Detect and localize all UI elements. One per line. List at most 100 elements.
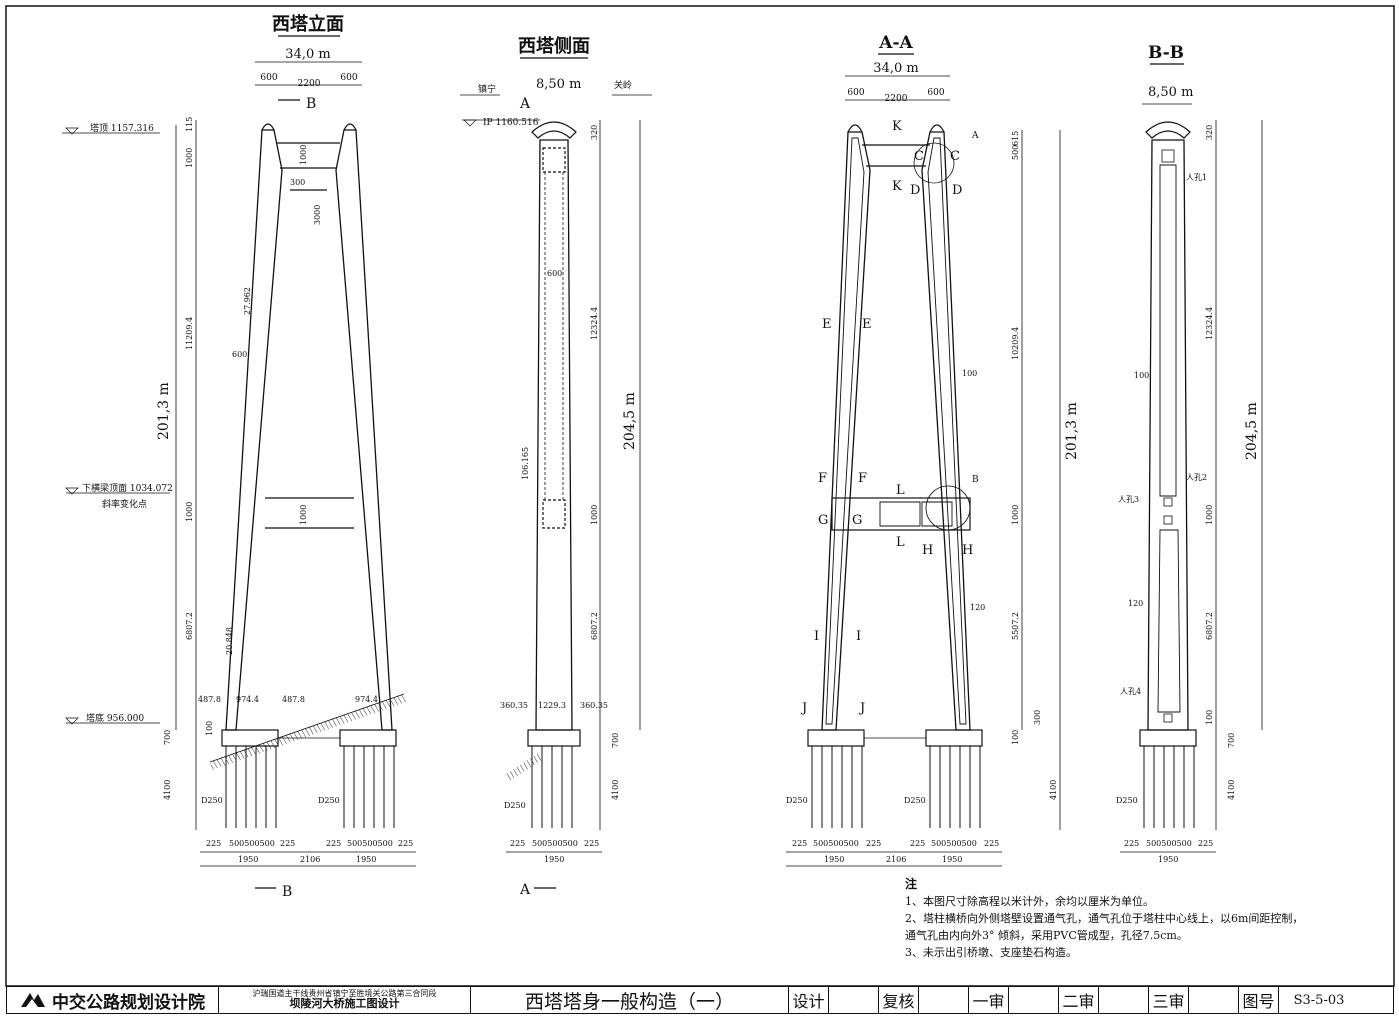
pile-d250-right: D250 xyxy=(318,796,340,805)
bb-dim-100: 100 xyxy=(1134,371,1149,380)
mark-j-r: J xyxy=(858,701,865,716)
aa-pile-d250-r: D250 xyxy=(904,796,926,805)
dim-487-mid: 487.8 xyxy=(282,695,305,704)
level-lower-beam: 下横梁顶面 1034.072 xyxy=(82,482,173,494)
pd-225-c: 225 xyxy=(326,839,341,848)
company-cell: 中交公路规划设计院 xyxy=(7,987,219,1013)
aa-pd-2106: 2106 xyxy=(886,855,906,864)
bb-v-700: 700 xyxy=(1227,733,1236,748)
side-pd-225-l: 225 xyxy=(510,839,525,848)
aa-v-10209: 10209.4 xyxy=(1011,327,1020,360)
aa-pd-1950-a: 1950 xyxy=(824,855,844,864)
sign-design xyxy=(829,987,879,1013)
dim-974-left: 974.4 xyxy=(236,695,259,704)
aa-dim-600-l: 600 xyxy=(847,88,864,98)
note-2: 2、塔柱横桥向外侧塔壁设置通气孔，通气孔位于塔柱中心线上，以6m间距控制， xyxy=(905,912,1304,925)
mark-k-top: K xyxy=(892,119,902,134)
elevation-height: 201,3 m xyxy=(156,382,172,440)
slope-27962: 27.962 xyxy=(243,287,252,315)
slope-change-point: 斜率变化点 xyxy=(102,498,147,510)
elevation-title: 西塔立面 xyxy=(272,13,344,35)
pd-225-a: 225 xyxy=(206,839,221,848)
side-pile-d250: D250 xyxy=(504,801,526,810)
pd-1950-a: 1950 xyxy=(238,855,258,864)
aa-v-4100: 4100 xyxy=(1049,780,1058,800)
dim-300: 300 xyxy=(290,178,305,187)
aa-pd-500-b: 500500500 xyxy=(931,839,977,848)
bb-v-1000: 1000 xyxy=(1205,505,1214,525)
section-mark-a-bottom: A xyxy=(519,882,531,898)
pd-225-b: 225 xyxy=(280,839,295,848)
side-vdim-12324: 12324.4 xyxy=(590,307,599,340)
project-line-1: 沪瑞国道主干线贵州省镇宁至胜境关公路第三合同段 xyxy=(252,989,437,999)
side-vdim-1000: 1000 xyxy=(590,505,599,525)
vdim-100: 100 xyxy=(205,721,214,736)
section-mark-a-top: A xyxy=(519,96,531,112)
dim-1000-top-beam: 1000 xyxy=(299,145,308,165)
manhole-3: 人孔3 xyxy=(1118,495,1139,504)
dir-left: 镇宁 xyxy=(478,83,496,95)
dim-600-left: 600 xyxy=(260,73,277,83)
side-dim-600: 600 xyxy=(547,269,562,278)
aa-v-615: 615 xyxy=(1011,131,1020,146)
side-height: 204,5 m xyxy=(622,392,638,450)
notes-heading: 注 xyxy=(905,877,918,891)
mark-e-r: E xyxy=(862,317,872,332)
dim-600-right: 600 xyxy=(340,73,357,83)
mark-d-l: D xyxy=(910,183,920,198)
bb-pd-225-l: 225 xyxy=(1124,839,1139,848)
side-pd-1950: 1950 xyxy=(544,855,564,864)
side-dim-360-r: 360.35 xyxy=(580,701,608,710)
aa-dim-600-r: 600 xyxy=(927,88,944,98)
section-mark-b-bottom: B xyxy=(282,884,292,900)
aa-dim-2200: 2200 xyxy=(885,94,908,104)
dim-2200: 2200 xyxy=(298,79,321,89)
drawing-number: S3-5-03 xyxy=(1293,992,1345,1008)
role-design: 设计 xyxy=(789,987,829,1013)
mark-g-r: G xyxy=(852,513,862,528)
side-level-ip: IP 1160.516 xyxy=(483,118,539,128)
side-pd-500: 500500500 xyxy=(532,839,578,848)
side-vdim-700: 700 xyxy=(611,733,620,748)
bb-pd-500: 500500500 xyxy=(1146,839,1192,848)
side-slope: 106.165 xyxy=(521,447,530,480)
aa-pd-500-a: 500500500 xyxy=(813,839,859,848)
dir-right: 关岭 xyxy=(614,79,632,91)
side-title: 西塔侧面 xyxy=(518,35,590,57)
view-elevation: 西塔立面 34,0 m 600 2200 600 B 塔顶 1 xyxy=(62,13,416,900)
mark-f-r: F xyxy=(858,471,867,486)
manhole-4: 人孔4 xyxy=(1120,687,1141,696)
dim-600-leg: 600 xyxy=(232,350,247,359)
mark-i-r: I xyxy=(856,629,861,644)
role-audit-3: 三审 xyxy=(1149,987,1189,1013)
role-review: 复核 xyxy=(879,987,919,1013)
role-drawing-no: 图号 xyxy=(1239,987,1279,1013)
level-tower-top: 塔顶 1157.316 xyxy=(90,122,154,134)
aa-pd-225-b: 225 xyxy=(866,839,881,848)
manhole-2: 人孔2 xyxy=(1186,473,1207,482)
mark-h-l: H xyxy=(922,543,933,558)
role-audit-1: 一审 xyxy=(969,987,1009,1013)
aa-v-5507: 5507.2 xyxy=(1011,612,1020,640)
company-logo-icon xyxy=(21,993,45,1007)
view-section-aa: A-A 34,0 m 600 2200 600 K K C C D xyxy=(786,33,1080,867)
bb-pd-1950: 1950 xyxy=(1158,855,1178,864)
aa-v-500-a: 500 xyxy=(1011,145,1020,160)
aa-pd-1950-b: 1950 xyxy=(942,855,962,864)
mark-c-r: C xyxy=(950,149,960,164)
notes-block: 注 1、本图尺寸除高程以米计外，余均以厘米为单位。 2、塔柱横桥向外侧塔壁设置通… xyxy=(905,876,1303,961)
bb-dim-120: 120 xyxy=(1128,599,1143,608)
bb-v-12324: 12324.4 xyxy=(1205,307,1214,340)
side-vdim-6807: 6807.2 xyxy=(590,612,599,640)
aa-dim-100: 100 xyxy=(962,369,977,378)
mark-h-r: H xyxy=(962,543,973,558)
mark-c-l: C xyxy=(914,149,924,164)
pd-1950-b: 1950 xyxy=(356,855,376,864)
side-dim-1229: 1229.3 xyxy=(538,701,566,710)
aa-pile-d250-l: D250 xyxy=(786,796,808,805)
elevation-width: 34,0 m xyxy=(285,47,330,62)
note-3: 3、未示出引桥墩、支座垫石构造。 xyxy=(905,946,1077,959)
slope-20848: 20.848 xyxy=(225,627,234,655)
side-dim-360-l: 360.35 xyxy=(500,701,528,710)
bb-title: B-B xyxy=(1148,43,1184,63)
